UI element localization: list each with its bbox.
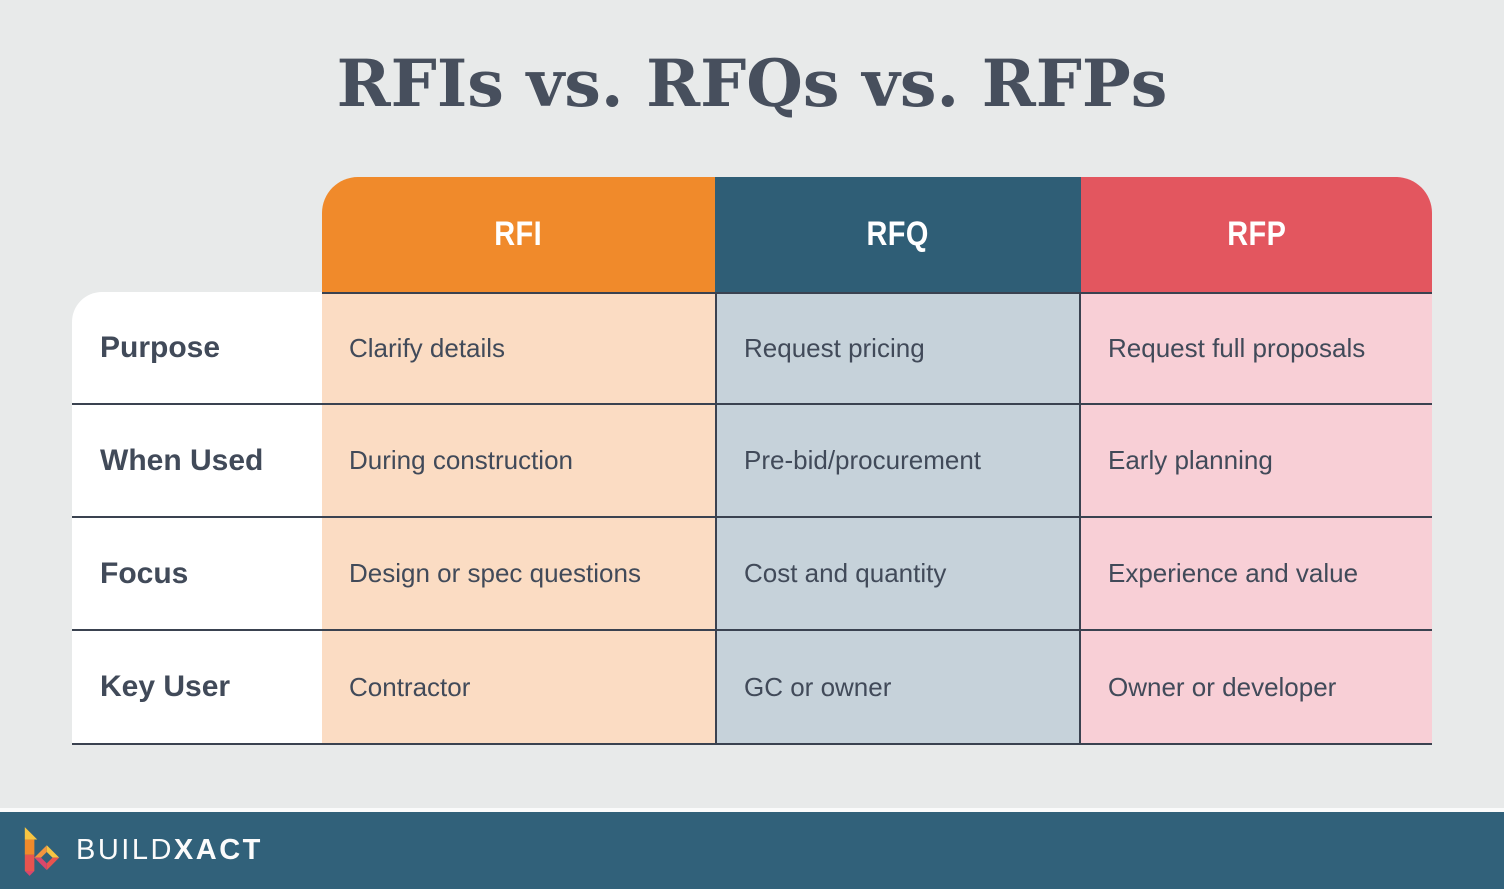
cell-key-user-rfp: Owner or developer	[1081, 631, 1432, 745]
cell-focus-rfi: Design or spec questions	[322, 518, 715, 631]
buildxact-logo-icon	[24, 826, 60, 876]
page-title: RFIs vs. RFQs vs. RFPs	[336, 46, 1168, 122]
column-header-rfq-label: RFQ	[866, 215, 930, 253]
column-header-rfp: RFP	[1081, 177, 1432, 292]
column-header-rfi-label: RFI	[494, 215, 543, 253]
brand-wordmark: BUILDXACT	[76, 834, 263, 867]
footer-divider	[0, 808, 1504, 812]
cell-focus-rfp: Experience and value	[1081, 518, 1432, 631]
cell-focus-rfq: Cost and quantity	[715, 518, 1081, 631]
row-header-purpose: Purpose	[72, 292, 322, 405]
row-header-focus: Focus	[72, 518, 322, 631]
cell-key-user-rfq: GC or owner	[715, 631, 1081, 745]
brand-text-build: BUILD	[76, 834, 174, 866]
cell-when-used-rfi: During construction	[322, 405, 715, 518]
cell-when-used-rfq: Pre-bid/procurement	[715, 405, 1081, 518]
cell-key-user-rfi: Contractor	[322, 631, 715, 745]
cell-purpose-rfp: Request full proposals	[1081, 292, 1432, 405]
column-header-rfi: RFI	[322, 177, 715, 292]
cell-when-used-rfp: Early planning	[1081, 405, 1432, 518]
column-header-rfq: RFQ	[715, 177, 1081, 292]
column-header-rfp-label: RFP	[1226, 215, 1287, 253]
footer-bar: BUILDXACT	[0, 812, 1504, 889]
cell-purpose-rfq: Request pricing	[715, 292, 1081, 405]
row-header-key-user: Key User	[72, 631, 322, 745]
row-header-when-used: When Used	[72, 405, 322, 518]
comparison-table: RFI RFQ RFP Purpose Clarify details Requ…	[72, 177, 1432, 745]
header-spacer	[72, 177, 322, 292]
cell-purpose-rfi: Clarify details	[322, 292, 715, 405]
brand-text-xact: XACT	[173, 834, 263, 866]
